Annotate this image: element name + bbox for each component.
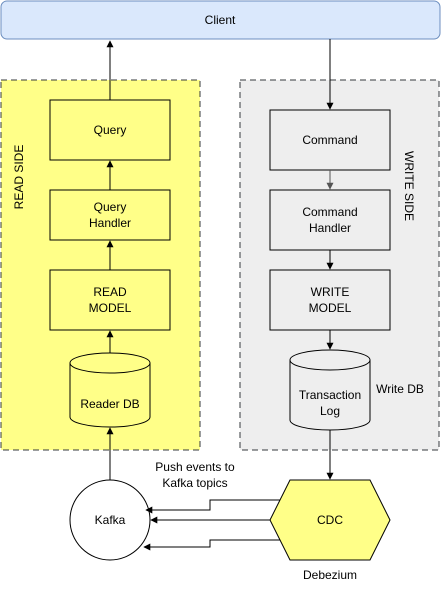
push-events-label-line2: Kafka topics: [162, 476, 227, 490]
query-node: Query: [49, 99, 171, 161]
command-handler-label-line1: Command: [302, 205, 357, 219]
read-model-label-line1: READ: [93, 285, 127, 299]
kafka-node: Kafka: [69, 479, 151, 561]
client-node: Client: [0, 0, 441, 40]
command-handler-label-line2: Handler: [309, 221, 351, 235]
command-label: Command: [302, 133, 357, 147]
query-handler-node: Query Handler: [49, 189, 171, 241]
read-side-label: READ SIDE: [12, 145, 26, 210]
write-db-label: Write DB: [376, 382, 424, 396]
edge-cdc-to-kafka-1: [145, 499, 280, 514]
client-label: Client: [205, 13, 236, 27]
cdc-node: CDC: [269, 479, 391, 561]
cdc-kafka-edges: [143, 499, 280, 551]
cdc-label: CDC: [317, 513, 343, 527]
query-handler-label-line1: Query: [94, 200, 127, 214]
edge-cdc-to-kafka-3: [143, 539, 280, 551]
write-model-node: WRITE MODEL: [269, 269, 391, 331]
debezium-label: Debezium: [303, 568, 357, 582]
transaction-log-label-line1: Transaction: [299, 388, 361, 402]
read-model-node: READ MODEL: [49, 269, 171, 331]
write-model-label-line2: MODEL: [309, 301, 352, 315]
query-handler-label-line2: Handler: [89, 216, 131, 230]
query-label: Query: [94, 123, 127, 137]
write-side-label: WRITE SIDE: [402, 151, 416, 221]
write-model-label-line1: WRITE: [311, 285, 350, 299]
transaction-log-label-line2: Log: [320, 404, 340, 418]
push-events-label-line1: Push events to: [155, 460, 235, 474]
command-node: Command: [269, 109, 391, 171]
kafka-label: Kafka: [95, 513, 126, 527]
reader-db-cylinder: Reader DB: [69, 352, 151, 428]
reader-db-label: Reader DB: [80, 397, 139, 411]
read-model-label-line2: MODEL: [89, 301, 132, 315]
command-handler-node: Command Handler: [269, 189, 391, 251]
transaction-log-cylinder: Transaction Log: [289, 349, 371, 431]
